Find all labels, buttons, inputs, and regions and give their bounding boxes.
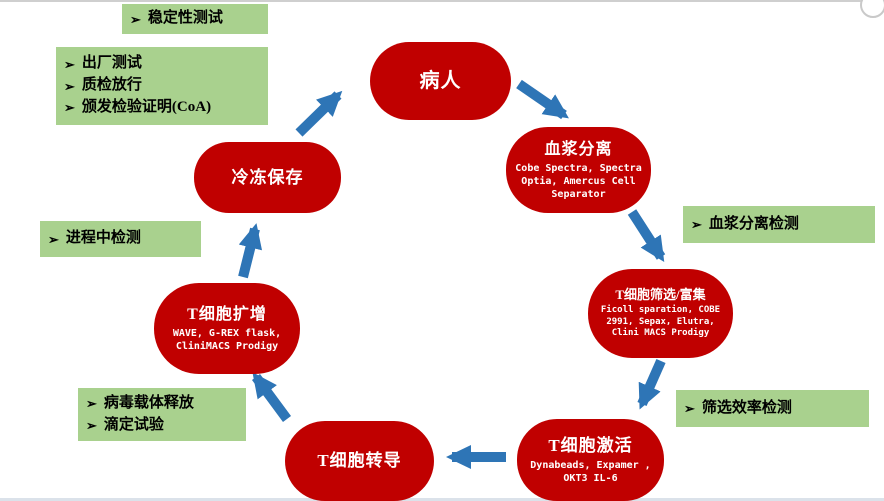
- callout-in-process-testing: ➢ 进程中检测: [40, 221, 201, 257]
- callout-text: 进程中检测: [65, 230, 141, 247]
- top-window-edge: [0, 0, 884, 2]
- node-tcell-screening: T细胞筛选/富集 Ficoll sparation, COBE 2991, Se…: [588, 269, 733, 358]
- node-expansion-label: T细胞扩增: [187, 305, 267, 323]
- arrow-expansion-to-cryo: [238, 223, 263, 279]
- arrow-patient-to-plasma: [516, 79, 569, 120]
- node-plasma-separation: 血浆分离 Cobe Spectra, Spectra Optia, Amercu…: [506, 127, 651, 213]
- callout-text: 质检放行: [81, 77, 142, 94]
- arrowhead-bullet-icon: ➢: [64, 56, 75, 72]
- callout-screening-efficiency-testing: ➢ 筛选效率检测: [676, 390, 869, 427]
- arrowhead-bullet-icon: ➢: [48, 231, 59, 247]
- arrow-plasma-to-screening: [627, 209, 666, 263]
- callout-line: ➢ 进程中检测: [48, 228, 193, 250]
- arrow-cryo-to-patient: [295, 90, 343, 137]
- node-tcell-transduction: T细胞转导: [285, 421, 434, 501]
- node-screening-devices: Ficoll sparation, COBE 2991, Sepax, Elut…: [600, 305, 721, 339]
- node-activation-label: T细胞激活: [548, 436, 633, 456]
- node-screening-label: T细胞筛选/富集: [615, 286, 706, 302]
- callout-line: ➢ 病毒载体释放: [86, 393, 238, 415]
- callout-stability-testing: ➢ 稳定性测试: [122, 4, 268, 34]
- arrowhead-bullet-icon: ➢: [130, 11, 141, 27]
- arrow-transduction-to-expansion: [251, 372, 292, 422]
- callout-text: 滴定试验: [103, 416, 164, 433]
- overlay-circle: [860, 0, 884, 18]
- bottom-window-edge: [0, 498, 884, 501]
- arrow-screening-to-activation: [637, 358, 666, 410]
- node-transduction-label: T细胞转导: [317, 451, 402, 471]
- arrowhead-bullet-icon: ➢: [691, 217, 702, 232]
- node-plasma-devices: Cobe Spectra, Spectra Optia, Amercus Cel…: [515, 162, 642, 200]
- callout-line: ➢ 滴定试验: [86, 415, 238, 437]
- callout-line: ➢ 筛选效率检测: [684, 398, 861, 420]
- callout-text: 病毒载体释放: [103, 394, 194, 411]
- callout-text: 颁发检验证明(CoA): [81, 98, 212, 115]
- node-activation-devices: Dynabeads, Expamer , OKT3 IL-6: [530, 459, 651, 484]
- node-tcell-expansion: T细胞扩增 WAVE, G-REX flask, CliniMACS Prodi…: [154, 283, 300, 374]
- callout-text: 血浆分离检测: [708, 215, 799, 232]
- node-cryopreservation: 冷冻保存: [194, 142, 341, 213]
- node-patient: 病人: [370, 42, 511, 120]
- node-expansion-devices: WAVE, G-REX flask, CliniMACS Prodigy: [172, 327, 282, 352]
- callout-line: ➢ 血浆分离检测: [691, 214, 867, 236]
- callout-line: ➢ 颁发检验证明(CoA): [64, 97, 260, 119]
- callout-release-testing: ➢ 出厂测试 ➢ 质检放行 ➢ 颁发检验证明(CoA): [56, 47, 268, 125]
- callout-text: 出厂测试: [81, 55, 142, 72]
- callout-text: 稳定性测试: [147, 10, 223, 27]
- arrowhead-bullet-icon: ➢: [64, 100, 75, 116]
- arrowhead-bullet-icon: ➢: [86, 396, 97, 412]
- callout-line: ➢ 质检放行: [64, 75, 260, 97]
- node-patient-label: 病人: [419, 69, 462, 92]
- callout-line: ➢ 稳定性测试: [130, 8, 260, 30]
- arrowhead-bullet-icon: ➢: [64, 78, 75, 94]
- node-plasma-label: 血浆分离: [544, 140, 613, 158]
- callout-plasma-separation-testing: ➢ 血浆分离检测: [683, 206, 875, 243]
- callout-viral-vector-release: ➢ 病毒载体释放 ➢ 滴定试验: [78, 388, 246, 441]
- node-cryo-label: 冷冻保存: [231, 167, 304, 187]
- callout-text: 筛选效率检测: [701, 399, 792, 416]
- node-tcell-activation: T细胞激活 Dynabeads, Expamer , OKT3 IL-6: [517, 419, 664, 501]
- callout-line: ➢ 出厂测试: [64, 53, 260, 75]
- arrowhead-bullet-icon: ➢: [684, 401, 695, 416]
- arrowhead-bullet-icon: ➢: [86, 417, 97, 433]
